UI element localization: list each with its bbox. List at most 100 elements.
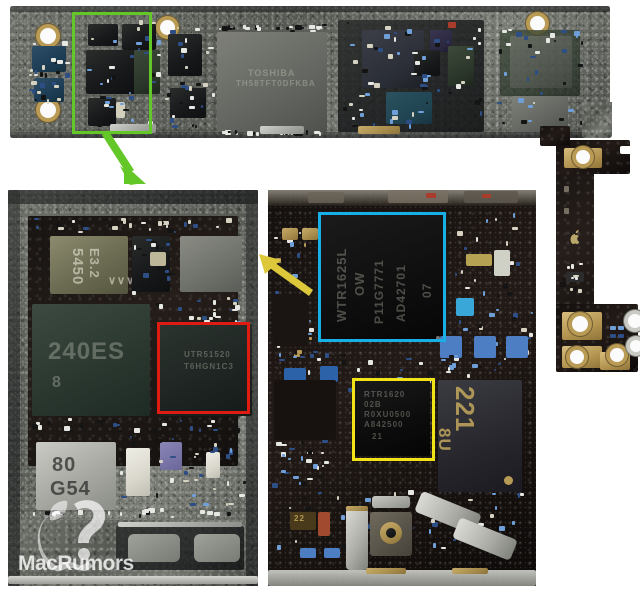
smd-element (171, 515, 175, 518)
smd-element (577, 63, 583, 67)
smd-element (244, 26, 250, 30)
smd-element (200, 509, 206, 514)
chip-element (302, 228, 318, 240)
smd-element (479, 111, 482, 117)
smd-element (129, 484, 133, 489)
smd-element (180, 84, 186, 88)
smd-element (162, 422, 168, 426)
smd-element (482, 194, 491, 198)
smd-element (507, 28, 512, 31)
smd-element (318, 492, 323, 495)
smd-element (149, 508, 155, 514)
smd-element (57, 59, 63, 64)
smd-element (462, 327, 468, 331)
green-highlight-box (72, 12, 152, 134)
smd-element (410, 72, 417, 75)
smd-element (373, 46, 378, 50)
chip-element (324, 548, 340, 558)
smd-element (155, 72, 161, 78)
smd-element (430, 518, 435, 523)
smd-element (115, 424, 120, 427)
smd-element (170, 30, 177, 35)
smd-element (157, 40, 162, 45)
smd-element (231, 308, 238, 311)
smd-element (289, 447, 296, 450)
smd-element (236, 132, 239, 135)
chip-element (464, 191, 518, 203)
smd-element (473, 365, 477, 369)
smd-element (457, 230, 464, 236)
smd-element (618, 334, 624, 338)
smd-element (129, 91, 132, 94)
smd-element (135, 42, 142, 46)
smd-element (107, 510, 110, 515)
smd-element (163, 220, 170, 225)
smd-element (122, 219, 126, 224)
smd-element (279, 359, 286, 362)
smd-element (50, 57, 56, 62)
smd-element (275, 257, 281, 263)
smd-element (554, 40, 557, 43)
smd-element (567, 266, 571, 270)
smd-element (408, 124, 411, 129)
smd-element (570, 287, 574, 291)
smd-element (549, 32, 555, 38)
smd-element (29, 74, 33, 77)
smd-element (169, 284, 172, 287)
smd-element (458, 319, 461, 324)
chip-element (88, 98, 116, 126)
smd-element (106, 96, 113, 99)
smd-element (100, 83, 104, 86)
smd-element (494, 368, 497, 371)
pcb-dark-element (540, 126, 570, 146)
smd-element (513, 213, 516, 219)
smd-element (138, 20, 143, 25)
smd-element (347, 22, 350, 25)
smd-element (59, 511, 64, 516)
smd-element (41, 224, 44, 228)
smd-element (109, 106, 115, 109)
smd-element (436, 336, 440, 340)
smd-element (193, 223, 199, 228)
smd-element (394, 37, 397, 43)
smd-element (291, 274, 298, 279)
chip-element (126, 448, 150, 496)
yellow-highlight-box (352, 378, 435, 461)
smd-element (530, 311, 533, 314)
smd-element (106, 79, 109, 84)
hole-element (570, 350, 584, 364)
smd-element (203, 319, 210, 324)
smd-element (239, 494, 246, 498)
smd-element (573, 285, 577, 291)
smd-element (610, 334, 616, 338)
smd-element (373, 83, 380, 89)
smd-element (299, 356, 305, 359)
smd-element (441, 358, 447, 361)
smd-element (212, 487, 216, 490)
smd-element (83, 226, 90, 230)
smd-element (183, 479, 190, 482)
smd-element (468, 329, 474, 332)
smd-element (321, 451, 325, 454)
smd-element (213, 309, 217, 312)
smd-element (454, 273, 457, 277)
smd-element (35, 98, 38, 101)
smd-element (181, 53, 184, 58)
smd-element (272, 482, 279, 488)
smd-element (463, 246, 467, 250)
chip-element (110, 124, 156, 133)
smd-element (164, 98, 169, 101)
smd-element (336, 495, 339, 500)
smd-element (307, 219, 311, 225)
smd-element (155, 303, 161, 307)
smd-element (210, 451, 216, 454)
chip-utr51520 (160, 324, 252, 416)
smd-element (109, 223, 111, 226)
smd-element (436, 89, 440, 93)
smd-element (491, 493, 496, 496)
smd-element (179, 419, 182, 422)
smd-element (568, 109, 575, 112)
smd-element (411, 51, 418, 54)
smd-element (497, 363, 501, 366)
